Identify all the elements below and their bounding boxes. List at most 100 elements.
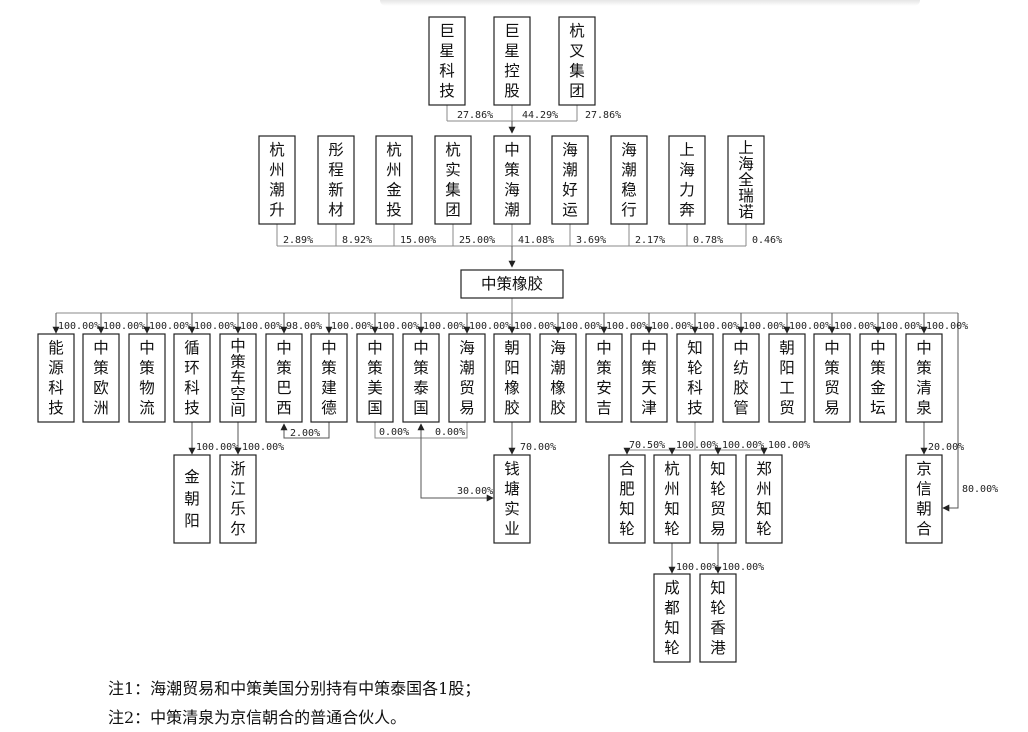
subsidiary-14: 知轮科技 [676,333,714,423]
sub-pct-11: 100.00% [560,321,602,332]
shareholder-l2-6-label: 海潮稳行 [621,141,637,219]
shareholder-l2-6-frame [610,135,648,225]
sub-pct-13: 100.00% [651,321,693,332]
subsidiary-14-label: 知轮科技 [687,339,703,417]
sub-pct-16: 100.00% [789,321,831,332]
subsidiary-13-frame [630,333,668,423]
entity-zhengzhou-frame [745,454,783,544]
sub-pct-5: 98.00% [286,321,322,332]
sub-pct-12: 100.00% [606,321,648,332]
shareholder-l2-5: 海潮好运 [551,135,589,225]
subsidiary-11-label: 海潮橡胶 [550,339,566,417]
jinchaoyang-pct: 100.00% [196,442,238,453]
top-pct-0: 27.86% [457,110,493,121]
subsidiary-8-frame [402,333,440,423]
shareholder-l2-6: 海潮稳行 [610,135,648,225]
entity-jingxin: 京信朝合 [905,454,943,544]
subsidiary-11: 海潮橡胶 [539,333,577,423]
entity-hongkong-frame [699,573,737,663]
subsidiary-9: 海潮贸易 [448,333,486,423]
shareholder-l2-5-frame [551,135,589,225]
top-shareholder-1-frame [493,16,531,106]
subsidiary-15: 中纺胶管 [722,333,760,423]
subsidiary-18-frame [859,333,897,423]
subsidiary-19-label: 中策清泉 [916,339,932,417]
entity-hefei-label: 合肥知轮 [619,460,635,538]
entity-hangzhou-label: 杭州知轮 [664,460,680,538]
shareholder-l2-3-label: 杭实集团 [445,141,461,219]
l2-pct-6: 2.17% [635,235,665,246]
sub-pct-15: 100.00% [743,321,785,332]
subsidiary-6-frame [310,333,348,423]
hongkong-pct: 100.00% [722,562,764,573]
subsidiary-2-frame [128,333,166,423]
maoyi-pct: 100.00% [722,440,764,451]
entity-hongkong-label: 知轮香港 [710,579,726,657]
sub-pct-8: 100.00% [423,321,465,332]
notes: 注1：海潮贸易和中策美国分别持有中策泰国各1股； 注2：中策清泉为京信朝合的普通… [108,674,480,732]
top-shadow [380,0,920,6]
shareholder-l2-8-label: 上海全瑞诺 [738,139,754,221]
entity-hongkong: 知轮香港 [699,573,737,663]
subsidiary-12-frame [585,333,623,423]
sub-pct-6: 100.00% [331,321,373,332]
subsidiary-8: 中策泰国 [402,333,440,423]
thai-qiantang-pct: 30.00% [457,486,493,497]
subsidiary-7: 中策美国 [356,333,394,423]
entity-maoyi: 知轮贸易 [699,454,737,544]
subsidiary-14-frame [676,333,714,423]
shareholder-l2-3: 杭实集团 [434,135,472,225]
sub-pct-18: 100.00% [880,321,922,332]
subsidiary-15-label: 中纺胶管 [733,339,749,417]
subsidiary-10: 朝阳橡胶 [493,333,531,423]
subsidiary-5-frame [265,333,303,423]
entity-chengdu-frame [653,573,691,663]
subsidiary-6-label: 中策建德 [321,339,337,417]
us-thai-pct: 0.00% [379,427,409,438]
sub-pct-3: 100.00% [194,321,236,332]
note-1: 注1：海潮贸易和中策美国分别持有中策泰国各1股； [108,679,481,698]
top-shareholder-2-label: 杭叉集团 [569,22,585,100]
shareholder-l2-7-frame [668,135,706,225]
shareholder-l2-0: 杭州潮升 [258,135,296,225]
sub-pct-4: 100.00% [240,321,282,332]
hefei-pct: 70.50% [629,440,665,451]
sub-pct-9: 100.00% [469,321,511,332]
subsidiary-7-frame [356,333,394,423]
subsidiary-17-label: 中策贸易 [824,339,840,417]
entity-jingxin-frame [905,454,943,544]
subsidiary-11-frame [539,333,577,423]
sub-pct-10: 100.00% [514,321,556,332]
top-pct-2: 27.86% [585,110,621,121]
shareholder-l2-4-frame [493,135,531,225]
entity-chengdu-label: 成都知轮 [664,579,680,657]
entity-hangzhou: 杭州知轮 [653,454,691,544]
subsidiary-3: 循环科技 [173,333,211,423]
shareholder-l2-0-frame [258,135,296,225]
chaoyang-qiantang-pct: 70.00% [520,442,556,453]
shareholder-l2-0-label: 杭州潮升 [269,141,285,219]
subsidiary-4-label: 中策车空间 [230,337,246,419]
top-shareholder-2: 杭叉集团 [558,16,596,106]
subsidiary-2: 中策物流 [128,333,166,423]
subsidiary-5-label: 中策巴西 [276,339,292,417]
sub-pct-1: 100.00% [103,321,145,332]
center-jingxin-arrow [942,313,959,512]
entity-zhengzhou: 郑州知轮 [745,454,783,544]
subsidiary-3-frame [173,333,211,423]
center-company-label: 中策橡胶 [481,275,543,293]
l2-pct-0: 2.89% [283,235,313,246]
shareholder-l2-7: 上海力奔 [668,135,706,225]
shareholder-l2-7-label: 上海力奔 [679,141,695,219]
sub-pct-17: 100.00% [834,321,876,332]
subsidiary-16-frame [768,333,806,423]
top-shareholder-0-label: 巨星科技 [439,22,455,100]
l2-pct-2: 15.00% [400,235,436,246]
entity-maoyi-label: 知轮贸易 [710,460,726,538]
subsidiary-0-frame [37,333,75,423]
l2-pct-3: 25.00% [459,235,495,246]
top-pct-1: 44.29% [522,110,558,121]
zhengzhou-pct: 100.00% [768,440,810,451]
shareholder-l2-8-frame [727,135,765,225]
center-company: 中策橡胶 [460,269,564,299]
